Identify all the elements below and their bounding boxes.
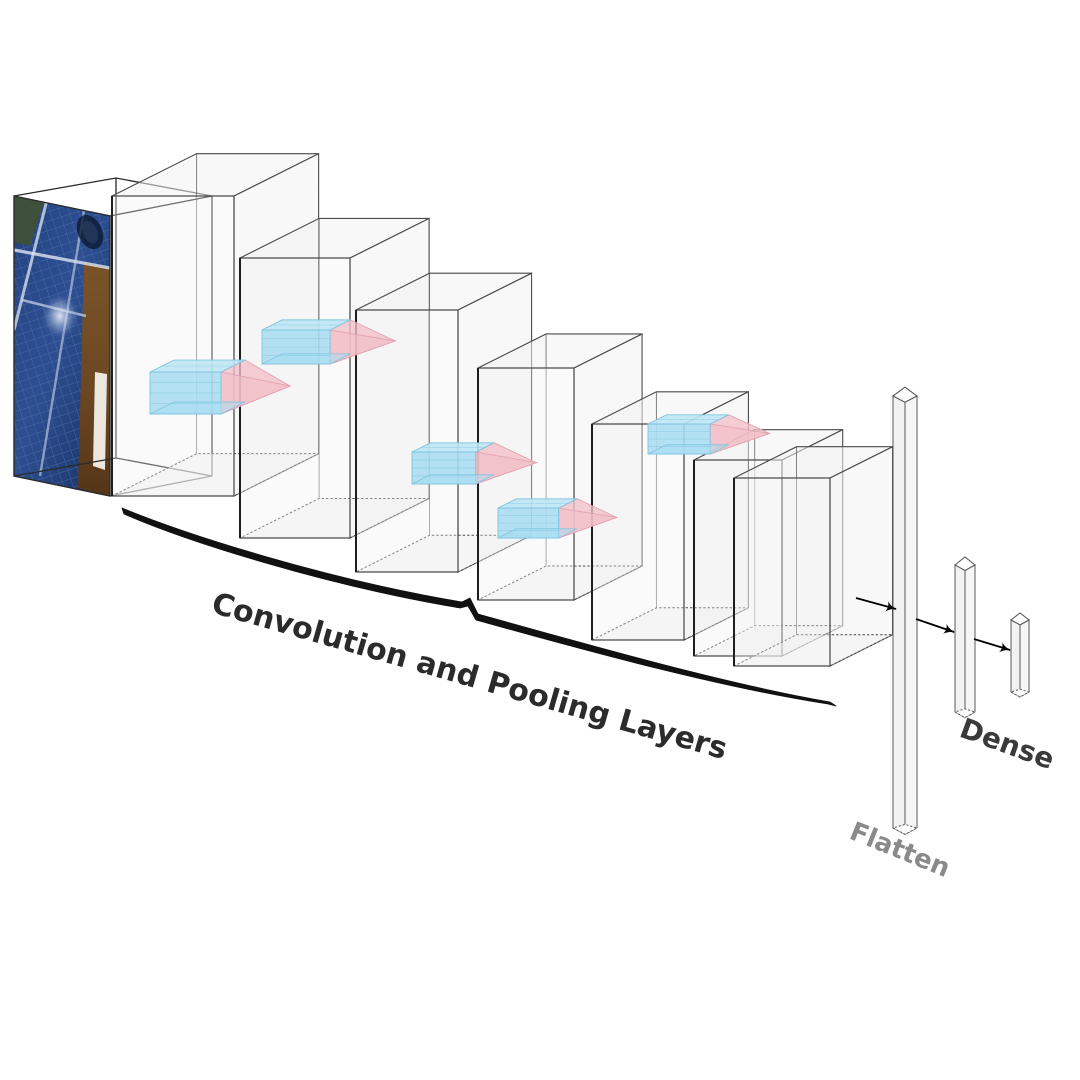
arrow-to-dense-2 (973, 638, 1012, 653)
flatten-and-dense-bars-group (891, 386, 1031, 836)
conv-kernel-1 (149, 359, 292, 415)
convolution-blocks-group (111, 152, 894, 667)
input-image-plane (13, 195, 111, 497)
arrow-to-dense-1 (915, 618, 956, 634)
conv-kernel-4 (497, 498, 619, 539)
conv-block-3 (355, 272, 533, 573)
dense-bar-1 (953, 556, 977, 719)
solar-panel-photo (14, 196, 110, 496)
conv-pool-brace (121, 507, 837, 707)
flow-arrows-group (855, 597, 1012, 653)
flatten-bar (891, 386, 919, 836)
arrow-to-flatten (855, 597, 898, 612)
conv-kernel-2 (261, 319, 398, 365)
conv-kernel-5 (647, 414, 771, 455)
dense-bar-2 (1009, 612, 1031, 698)
conv-kernel-3 (411, 442, 539, 485)
conv-block-6 (693, 428, 844, 657)
dense-label: Dense (956, 712, 1059, 776)
convolution-kernels-group (149, 319, 771, 539)
conv-block-7 (733, 445, 894, 667)
